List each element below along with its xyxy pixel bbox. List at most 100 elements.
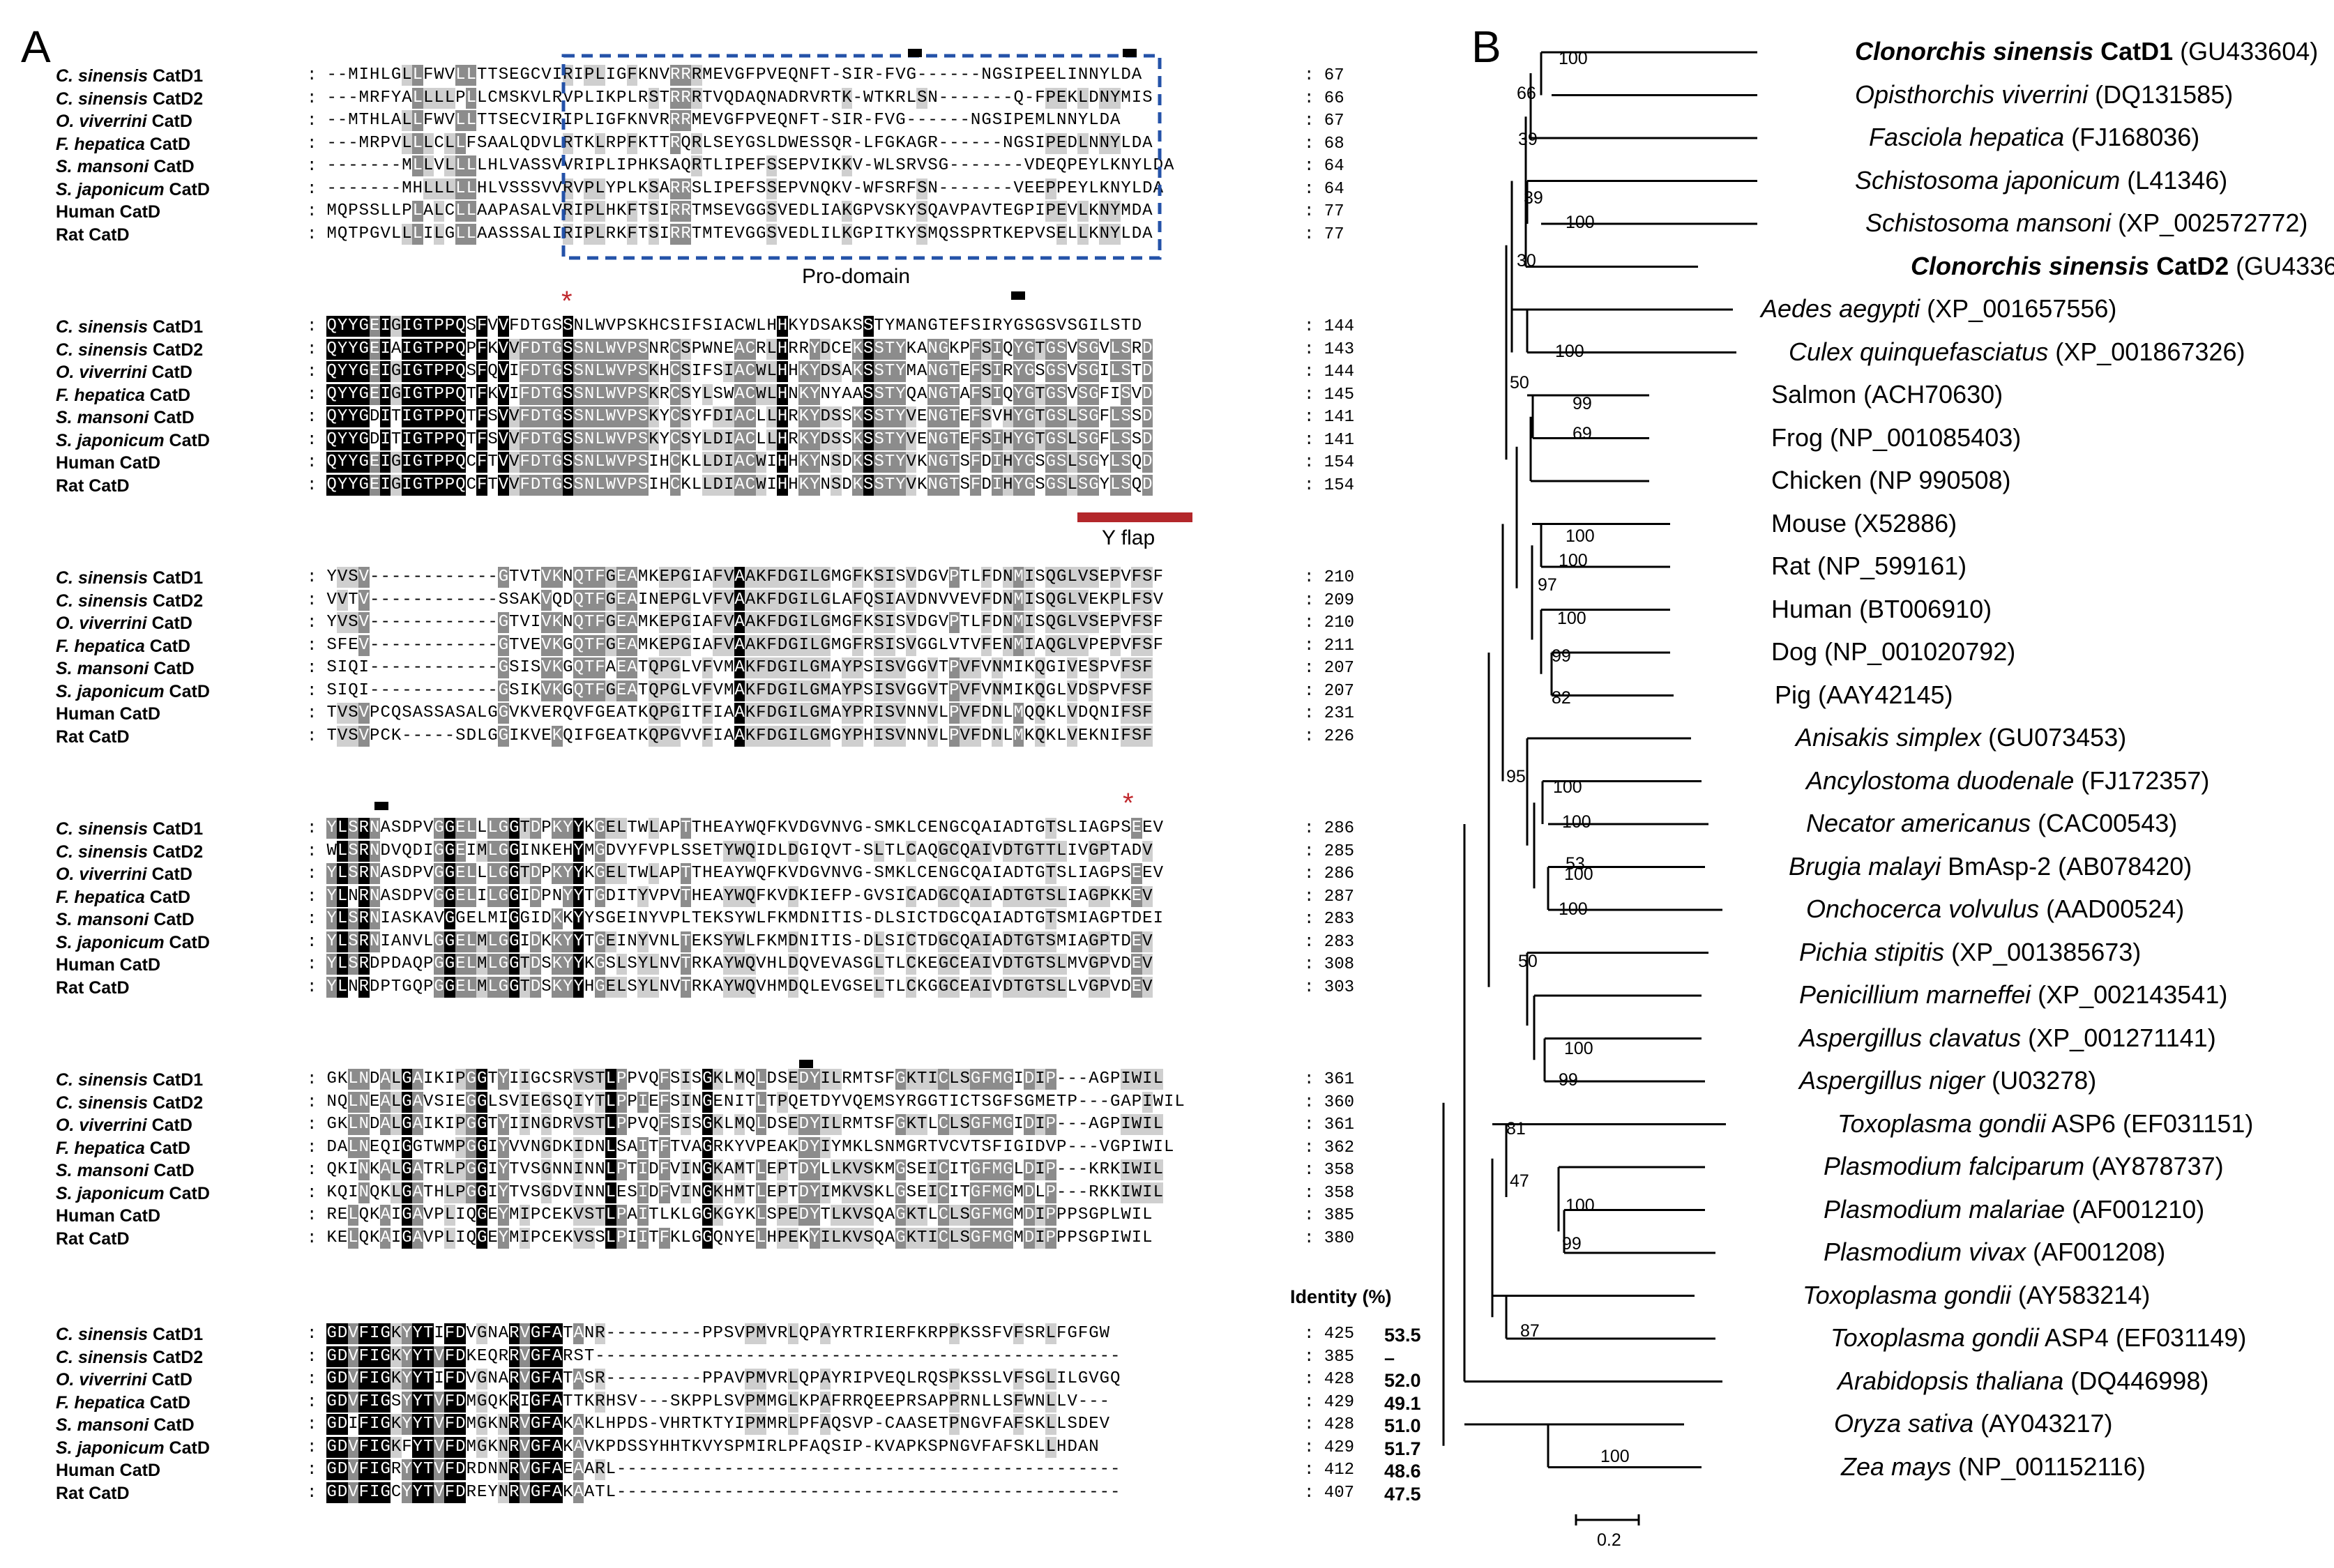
separator-colon: : [307, 340, 317, 359]
taxon-label: Schistosoma mansoni (XP_002572772) [1865, 208, 2308, 238]
species-suffix: CatD [146, 1116, 192, 1135]
species-label: S. japonicum CatD [56, 431, 210, 451]
species-italic: O. viverrini [56, 1370, 147, 1390]
sequence-row: -------MHLLLLLHLVSSSVVRVPLYPLKSARRSLIPEF… [326, 178, 1163, 199]
taxon-label: Aspergillus clavatus (XP_001271141) [1799, 1023, 2216, 1053]
separator-colon: : [307, 726, 317, 746]
species-suffix: CatD [144, 385, 191, 405]
sequence-row: QYYGDITIGTPPQTFSVVFDTGSSNLWVPSKYCSYFDIAC… [326, 406, 1153, 427]
separator-colon: : [307, 475, 317, 495]
species-suffix: CatD [146, 614, 192, 633]
species-label: C. sinensis CatD1 [56, 1070, 203, 1090]
separator-colon: : [307, 385, 317, 404]
taxon-label: Rat (NP_599161) [1771, 551, 1967, 581]
species-label: S. japonicum CatD [56, 180, 210, 200]
species-label: C. sinensis CatD2 [56, 842, 203, 862]
species-suffix: CatD [164, 681, 210, 701]
separator-colon: : [307, 1206, 317, 1225]
taxon-species: Oryza sativa [1834, 1409, 1974, 1438]
taxon-name: ASP6 [2045, 1109, 2116, 1138]
separator-colon: : [307, 568, 317, 587]
accession-number: (GU433605) [2236, 251, 2334, 280]
taxon-label: Clonorchis sinensis CatD2 (GU433605) [1911, 252, 2334, 281]
sequence-row: YLNRDPTGQPGGELMLGGTDSKYYHGELSYLNVTRKAYWQ… [326, 976, 1153, 998]
sequence-row: GDVFIGKYYTIFDVGNARVGFATASR---------PPAVP… [326, 1369, 1121, 1390]
species-label: C. sinensis CatD2 [56, 89, 203, 109]
bootstrap-value: 39 [1524, 188, 1543, 208]
identity-value: 51.7 [1384, 1438, 1421, 1459]
taxon-species: Anisakis simplex [1796, 723, 1982, 752]
sequence-row: YLSRDPDAQPGGELMLGGTDSKYYKGSLSYLNVTRKAYWQ… [326, 954, 1153, 975]
residue-count: : 145 [1304, 385, 1355, 404]
sequence-row: GKLNDALGAIKIPGGTYIINGDRVSTLPPVQFSISGKLMQ… [326, 1114, 1164, 1135]
bootstrap-value: 100 [1566, 526, 1595, 546]
taxon-species: Ancylostoma duodenale [1806, 766, 2075, 795]
taxon-label: Penicillium marneffei (XP_002143541) [1799, 980, 2227, 1010]
accession-number: (AY583214) [2010, 1280, 2151, 1309]
taxon-label: Clonorchis sinensis CatD1 (GU433604) [1855, 37, 2318, 66]
sequence-row: KELQKAIGAVPLIQGEYMIPCEKVSSLPIITFKLGGQNYE… [326, 1227, 1153, 1249]
taxon-species: Fasciola hepatica [1869, 123, 2065, 151]
identity-value: – [1384, 1347, 1395, 1369]
species-label: C. sinensis CatD1 [56, 66, 203, 86]
accession-number: (EF031151) [2115, 1109, 2254, 1138]
separator-colon: : [307, 704, 317, 723]
species-italic: S. japonicum [56, 430, 165, 450]
bootstrap-value: 100 [1559, 899, 1588, 919]
active-site-asterisk: * [561, 286, 573, 317]
species-italic: C. sinensis [56, 340, 148, 360]
sequence-row: QYYGEIGIGTPPQTFKVIFDTGSSNLWVPSKRCSYLSWAC… [326, 383, 1153, 405]
species-suffix: Rat CatD [56, 1483, 130, 1503]
species-suffix: CatD [164, 1183, 210, 1203]
taxon-species: Aedes aegypti [1761, 294, 1920, 323]
residue-count: : 207 [1304, 681, 1355, 701]
taxon-species: Aspergillus niger [1799, 1066, 1985, 1095]
taxon-species: Pichia stipitis [1799, 937, 1945, 966]
separator-colon: : [307, 1392, 317, 1412]
species-suffix: CatD [144, 134, 191, 154]
separator-colon: : [307, 636, 317, 655]
species-italic: S. mansoni [56, 1161, 149, 1180]
sequence-row: YVSV------------GTVIVKNQTFGEAMKEPGIAFVAA… [326, 612, 1163, 633]
species-suffix: Rat CatD [56, 475, 130, 496]
species-label: Rat CatD [56, 978, 130, 998]
species-label: S. japonicum CatD [56, 933, 210, 953]
sequence-row: MQTPGVLLLILGLLAASSSALIRIPLRKFTSIRRTMTEVG… [326, 223, 1153, 245]
species-suffix: CatD2 [148, 1093, 204, 1113]
accession-number: (NP_599161) [1810, 551, 1967, 580]
species-suffix: CatD1 [148, 819, 204, 839]
bootstrap-value: 100 [1557, 609, 1586, 628]
separator-colon: : [307, 842, 317, 861]
bootstrap-value: 99 [1573, 394, 1592, 413]
separator-colon: : [307, 932, 317, 952]
species-suffix: CatD [149, 910, 195, 929]
species-italic: F. hepatica [56, 636, 145, 656]
taxon-species: Clonorchis sinensis [1911, 251, 2150, 280]
species-suffix: CatD [164, 179, 210, 199]
separator-colon: : [307, 1325, 317, 1344]
bootstrap-value: 100 [1553, 777, 1582, 797]
species-label: Rat CatD [56, 1484, 130, 1504]
taxon-species: Arabidopsis thaliana [1837, 1366, 2064, 1395]
taxon-label: Opisthorchis viverrini (DQ131585) [1855, 80, 2233, 109]
taxon-species: Toxoplasma gondii [1831, 1323, 2039, 1352]
accession-number: (GU433604) [2173, 37, 2319, 66]
residue-count: : 141 [1304, 430, 1355, 450]
species-suffix: CatD1 [148, 568, 204, 588]
species-suffix: CatD [144, 887, 191, 907]
species-label: C. sinensis CatD2 [56, 1093, 203, 1113]
taxon-label: Schistosoma japonicum (L41346) [1855, 166, 2227, 195]
sequence-row: ---MRFYALLLLPLLCMSKVLRVPLIKPLRSTRRRTVQDA… [326, 87, 1153, 109]
species-label: F. hepatica CatD [56, 1139, 190, 1159]
residue-count: : 429 [1304, 1438, 1355, 1457]
species-italic: S. mansoni [56, 659, 149, 678]
sequence-row: RELQKAIGAVPLIQGEYMIPCEKVSTLPAITLKLGGKGYK… [326, 1205, 1153, 1226]
species-italic: C. sinensis [56, 568, 148, 588]
accession-number: (AF001210) [2065, 1194, 2205, 1224]
sequence-row: TVSVPCK-----SDLGGIKVEKQIFGEATKQPGVVFIAAK… [326, 725, 1153, 747]
taxon-label: Mouse (X52886) [1771, 509, 1957, 538]
glycosylation-site-mark [799, 1060, 813, 1068]
taxon-name: Rat [1771, 551, 1811, 580]
bootstrap-value: 100 [1559, 551, 1588, 570]
taxon-name: Frog [1771, 423, 1824, 452]
